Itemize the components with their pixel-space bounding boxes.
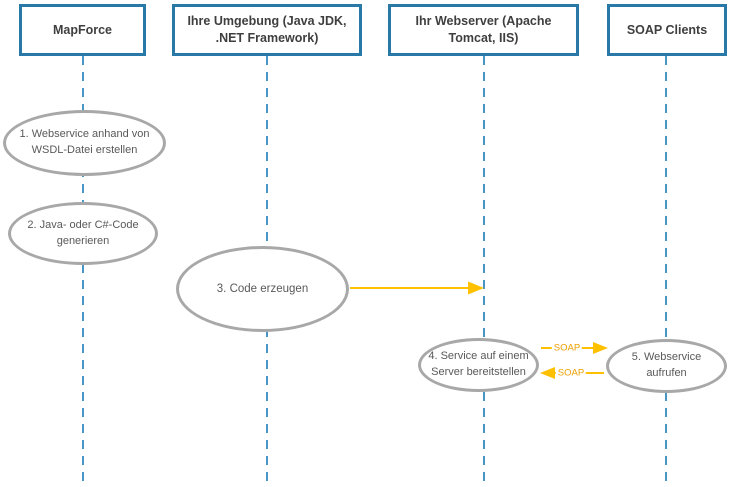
- step-ellipse-generate-code: 2. Java- oder C#-Code generieren: [8, 202, 158, 265]
- actor-box-webserver: Ihr Webserver (Apache Tomcat, IIS): [388, 4, 579, 56]
- step-label-create-webservice: 1. Webservice anhand von WSDL-Datei erst…: [19, 128, 150, 156]
- code-deploy-arrow: [350, 281, 484, 295]
- step-label-build-code: 3. Code erzeugen: [216, 282, 309, 295]
- actor-label-mapforce: MapForce: [52, 22, 113, 37]
- step-ellipse-create-webservice: 1. Webservice anhand von WSDL-Datei erst…: [3, 110, 166, 176]
- actor-box-soap-clients: SOAP Clients: [607, 4, 727, 56]
- step-label-deploy-service: 4. Service auf einem Server bereitstelle…: [428, 350, 529, 378]
- actor-label-webserver: Ihr Webserver (Apache Tomcat, IIS): [415, 14, 552, 45]
- step-label-generate-code: 2. Java- oder C#-Code generieren: [27, 218, 139, 247]
- step-ellipse-build-code: 3. Code erzeugen: [176, 246, 349, 332]
- actor-box-umgebung: Ihre Umgebung (Java JDK, .NET Framework): [172, 4, 362, 56]
- actor-label-umgebung: Ihre Umgebung (Java JDK, .NET Framework): [187, 14, 347, 45]
- lifeline-webserver: [483, 56, 485, 487]
- step-label-call-webservice: 5. Webservice aufrufen: [631, 351, 702, 379]
- soap-response-arrow-head: [540, 367, 555, 379]
- soap-request-arrow-head: [593, 342, 608, 354]
- code-deploy-arrow-head: [468, 281, 484, 295]
- actor-box-mapforce: MapForce: [19, 4, 146, 56]
- step-ellipse-call-webservice: 5. Webservice aufrufen: [606, 339, 727, 393]
- step-ellipse-deploy-service: 4. Service auf einem Server bereitstelle…: [418, 338, 539, 392]
- actor-label-soap-clients: SOAP Clients: [626, 22, 708, 37]
- lifeline-soap-clients: [665, 56, 667, 487]
- soap-request-label: SOAP: [551, 342, 583, 354]
- soap-response-label: SOAP: [555, 367, 587, 379]
- lifeline-mapforce: [82, 56, 84, 487]
